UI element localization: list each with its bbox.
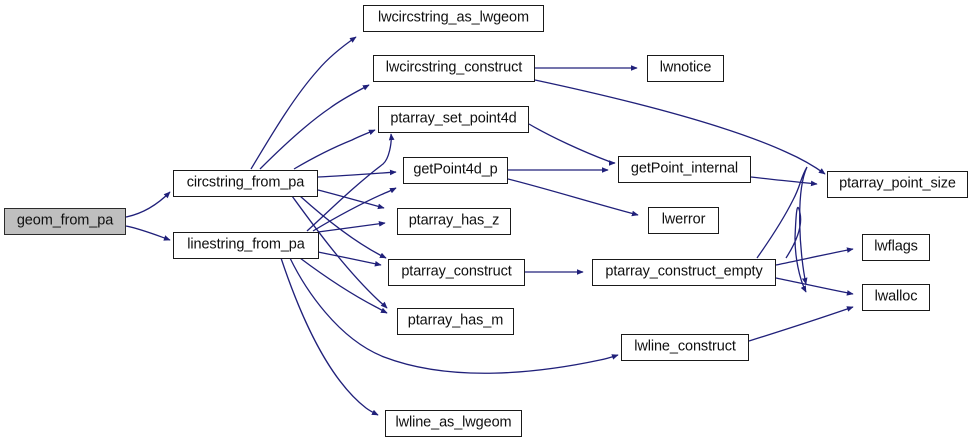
- graph-node-label: circstring_from_pa: [186, 174, 305, 191]
- graph-node-label: lwflags: [874, 238, 918, 255]
- graph-node-lwalloc[interactable]: lwalloc: [862, 284, 930, 311]
- graph-node-linestring-from-pa[interactable]: linestring_from_pa: [173, 232, 319, 259]
- graph-node-ptarray-construct-empty[interactable]: ptarray_construct_empty: [592, 259, 776, 286]
- graph-node-label: lwcircstring_as_lwgeom: [378, 9, 529, 26]
- graph-node-lwerror[interactable]: lwerror: [648, 207, 719, 234]
- graph-node-label: ptarray_construct: [401, 263, 512, 280]
- graph-node-getPoint4d-p[interactable]: getPoint4d_p: [403, 157, 508, 184]
- graph-node-lwcircstring-construct[interactable]: lwcircstring_construct: [373, 55, 535, 82]
- graph-node-label: lwalloc: [874, 288, 918, 305]
- graph-node-geom-from-pa[interactable]: geom_from_pa: [4, 208, 126, 235]
- graph-node-ptarray-set-point4d[interactable]: ptarray_set_point4d: [378, 106, 529, 133]
- graph-node-lwflags[interactable]: lwflags: [862, 234, 930, 261]
- graph-node-label: ptarray_set_point4d: [390, 110, 517, 127]
- graph-node-ptarray-has-m[interactable]: ptarray_has_m: [397, 308, 514, 335]
- graph-node-lwline-construct[interactable]: lwline_construct: [621, 334, 749, 361]
- graph-node-label: ptarray_has_z: [408, 212, 500, 229]
- graph-node-label: getPoint_internal: [630, 160, 739, 177]
- graph-node-lwcircstring-as-lwgeom[interactable]: lwcircstring_as_lwgeom: [363, 5, 544, 32]
- graph-node-label: ptarray_point_size: [839, 175, 956, 192]
- graph-node-label: getPoint4d_p: [413, 161, 498, 178]
- graph-node-label: linestring_from_pa: [187, 236, 305, 253]
- graph-node-label: lwcircstring_construct: [385, 59, 523, 76]
- graph-node-label: ptarray_has_m: [407, 312, 504, 329]
- graph-node-circstring-from-pa[interactable]: circstring_from_pa: [173, 170, 318, 197]
- graph-node-label: lwline_construct: [634, 338, 736, 355]
- graph-node-ptarray-construct[interactable]: ptarray_construct: [388, 259, 525, 286]
- graph-node-ptarray-has-z[interactable]: ptarray_has_z: [397, 208, 511, 235]
- graph-node-label: geom_from_pa: [16, 212, 114, 229]
- graph-node-label: lwerror: [661, 211, 706, 228]
- graph-node-label: ptarray_construct_empty: [605, 263, 763, 280]
- graph-node-lwnotice[interactable]: lwnotice: [647, 55, 724, 82]
- graph-node-getPoint-internal[interactable]: getPoint_internal: [618, 156, 751, 183]
- graph-node-label: lwline_as_lwgeom: [395, 414, 512, 431]
- graph-node-label: lwnotice: [659, 59, 712, 76]
- graph-node-ptarray-point-size[interactable]: ptarray_point_size: [827, 171, 968, 198]
- graph-node-lwline-as-lwgeom[interactable]: lwline_as_lwgeom: [385, 410, 522, 437]
